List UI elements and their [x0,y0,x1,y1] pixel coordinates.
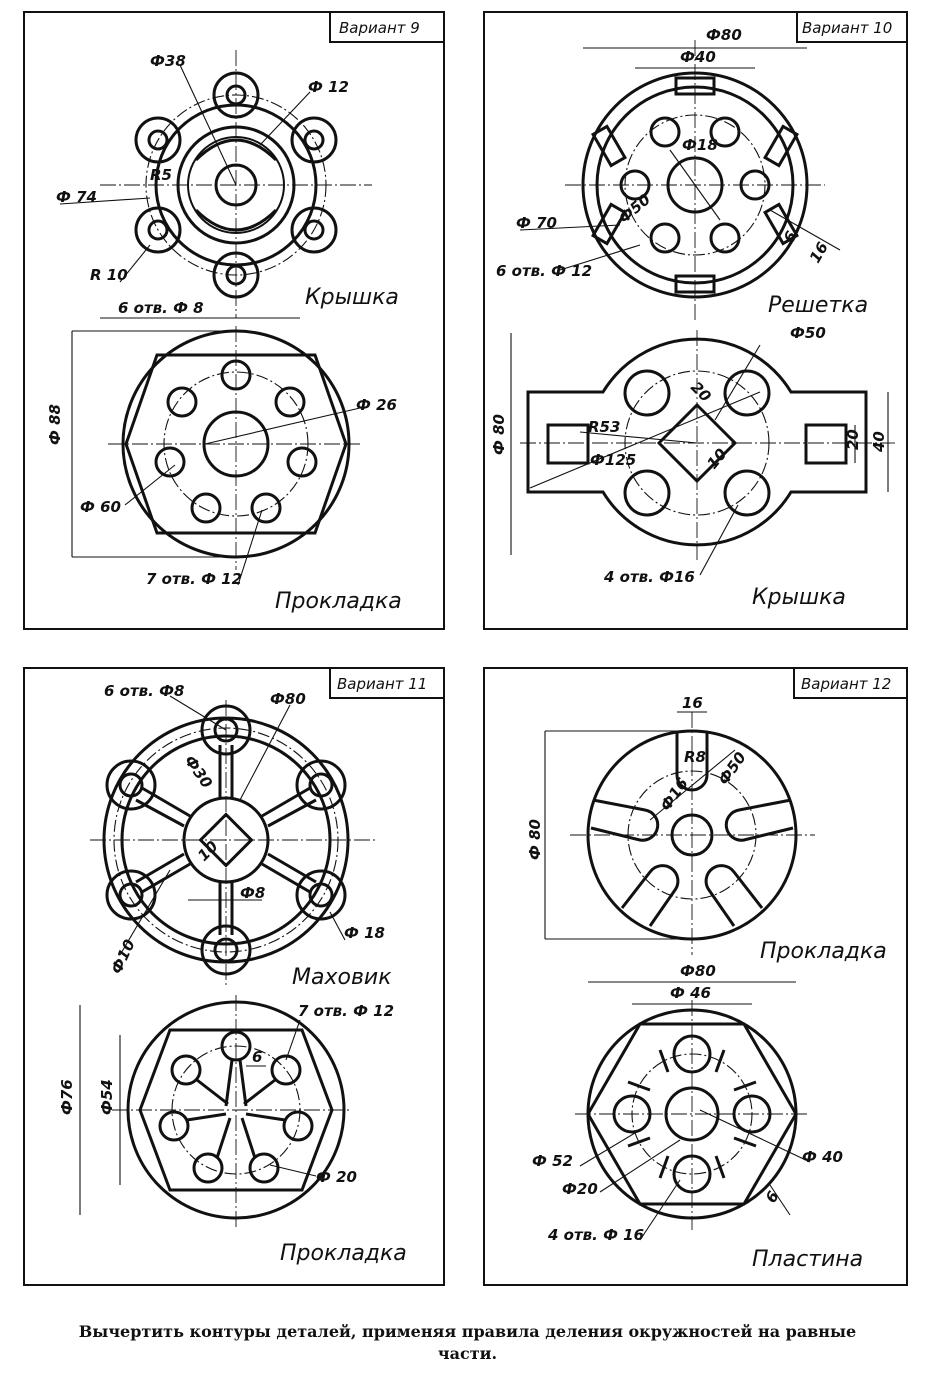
dim-d40: Ф40 [680,48,716,66]
variant-label: Вариант 11 [337,675,427,693]
dim-holes8: 6 отв. Ф 8 [118,299,204,317]
dim-r10: R 10 [90,266,128,284]
dim-d20: Ф 20 [316,1168,357,1186]
dim-holes12: 6 отв. Ф 12 [496,262,592,280]
lug-holes [134,71,338,299]
panel-frame [23,11,445,630]
dim-d50: Ф50 [615,190,654,227]
part-krishka-9 [59,50,372,319]
dim-d60: Ф 60 [80,498,121,516]
dim-s16: 16 [682,694,703,712]
part-prokladka-9 [71,326,361,586]
dim-s20a: 20 [687,378,714,405]
panel-frame [483,667,908,1286]
dim-r53: R53 [588,418,620,436]
dim-s6: 6 [252,1048,262,1066]
variant-label: Вариант 12 [801,675,891,693]
dim-d26: Ф 26 [356,396,397,414]
dim-s20b: 20 [844,429,862,450]
dim-s6: 6 [762,1188,783,1206]
dim-s10: 10 [703,445,730,473]
part-name-bottom: Крышка [752,585,846,610]
dim-d80: Ф80 [270,690,306,708]
dim-c50: Ф50 [790,324,826,342]
dim-d54: Ф54 [98,1079,116,1115]
variant-label: Вариант 9 [339,19,420,37]
instruction-line-2: части. [437,1344,498,1363]
part-name-bottom: Пластина [752,1247,863,1272]
dim-d80: Ф80 [680,962,716,980]
dim-d80: Ф80 [706,26,742,44]
rim-holes-6 [105,704,347,976]
dim-d125: Ф125 [590,451,636,469]
part-name-top: Решетка [768,293,868,318]
dim-d8: Ф8 [240,884,265,902]
variant-label: Вариант 10 [802,19,892,37]
variant-box [329,667,445,699]
dim-d80v: Ф 80 [490,414,508,455]
dim-holes12: 7 отв. Ф 12 [146,570,242,588]
star-petals-7 [158,1030,314,1184]
dim-d80v: Ф 80 [526,819,544,860]
holes-4 [623,369,771,517]
dim-d76: Ф76 [58,1079,76,1115]
part-krishka-10 [510,330,895,576]
dim-d30: Ф30 [181,752,216,792]
holes-4 [612,1034,772,1194]
slots-5 [590,732,794,927]
dim-d50: Ф50 [715,749,750,789]
part-name-top: Маховик [292,965,392,990]
dim-d74: Ф 74 [56,188,97,206]
panel-variant-11: Вариант 11 [23,667,445,1286]
dim-d88: Ф 88 [46,404,64,445]
dim-holes8: 6 отв. Ф8 [104,682,184,700]
dim-d18: Ф18 [682,136,718,154]
dim-d18: Ф 18 [344,924,385,942]
dim-d70: Ф 70 [516,214,557,232]
panel-frame [483,11,908,630]
slots-6 [591,76,799,294]
dim-d38: Ф38 [150,52,186,70]
part-name-top: Крышка [305,285,399,310]
dim-r5: R5 [150,166,172,184]
part-name-bottom: Прокладка [275,589,402,614]
part-reshetka-10 [519,40,841,320]
part-plastina-12 [575,981,811,1241]
variant-box [793,667,908,699]
dim-d52: Ф 52 [532,1152,573,1170]
dim-s10: 10 [194,837,221,864]
dim-d10: Ф10 [107,937,138,977]
dim-holes16: 4 отв. Ф 16 [547,1226,644,1244]
part-name-top: Прокладка [760,939,887,964]
dim-r8: R8 [684,748,706,766]
dim-d46: Ф 46 [670,984,711,1002]
instruction-line-1: Вычертить контуры деталей, применяя прав… [78,1322,857,1341]
variant-box [796,11,908,43]
dim-s40: 40 [870,431,888,453]
dim-d40: Ф 40 [802,1148,843,1166]
dim-d20: Ф20 [562,1180,598,1198]
dim-d16: Ф16 [657,775,692,815]
dim-holes12: 7 отв. Ф 12 [298,1002,394,1020]
holes-7 [154,359,318,524]
panel-variant-10: Вариант 10 [483,11,908,630]
panel-variant-12: Вариант 12 16 R8 Ф50 Ф16 Ф 80 П [483,667,908,1286]
variant-box [329,11,445,43]
panel-frame [23,667,445,1286]
dim-holes16: 4 отв. Ф16 [603,568,695,586]
panel-variant-9: Вариант 9 Ф38 [23,11,445,630]
dim-d12: Ф 12 [308,78,349,96]
part-prokladka-11 [79,995,352,1230]
part-makhovik-11 [90,695,375,985]
holes-6 [619,116,771,254]
part-name-bottom: Прокладка [280,1241,407,1266]
part-prokladka-12 [544,711,815,955]
